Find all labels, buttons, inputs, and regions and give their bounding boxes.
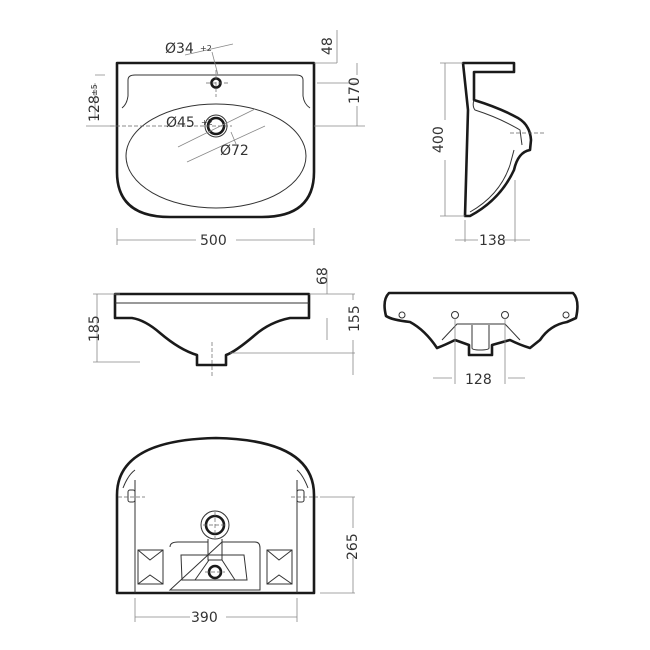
bottom-depth-label: 265 (345, 533, 361, 560)
bowl-depth-label: 155 (347, 305, 363, 332)
side-view (440, 61, 545, 242)
drain-offset-label: 128 (87, 95, 103, 122)
top-view (86, 30, 365, 245)
mount-spacing-label: 128 (465, 372, 492, 388)
width-500-label: 500 (200, 233, 227, 249)
front-view (93, 270, 355, 378)
depth-138-label: 138 (479, 233, 506, 249)
tap-hole-diameter-label: Ø34 (165, 41, 194, 57)
tap-hole-tolerance: +2 (200, 44, 212, 53)
depth-48-label: 48 (320, 37, 336, 55)
top-thickness-label: 68 (315, 267, 331, 285)
drain-outer-label: Ø72 (220, 143, 249, 159)
bottom-view (115, 436, 355, 622)
drain-tolerance: +2 (201, 118, 213, 127)
drain-diameter-label: Ø45 (166, 115, 195, 131)
depth-170-label: 170 (347, 77, 363, 104)
drain-offset-tolerance: ±5 (90, 84, 99, 96)
bottom-width-label: 390 (191, 610, 218, 626)
rear-view (383, 291, 579, 384)
height-400-label: 400 (431, 126, 447, 153)
total-height-label: 185 (87, 315, 103, 342)
